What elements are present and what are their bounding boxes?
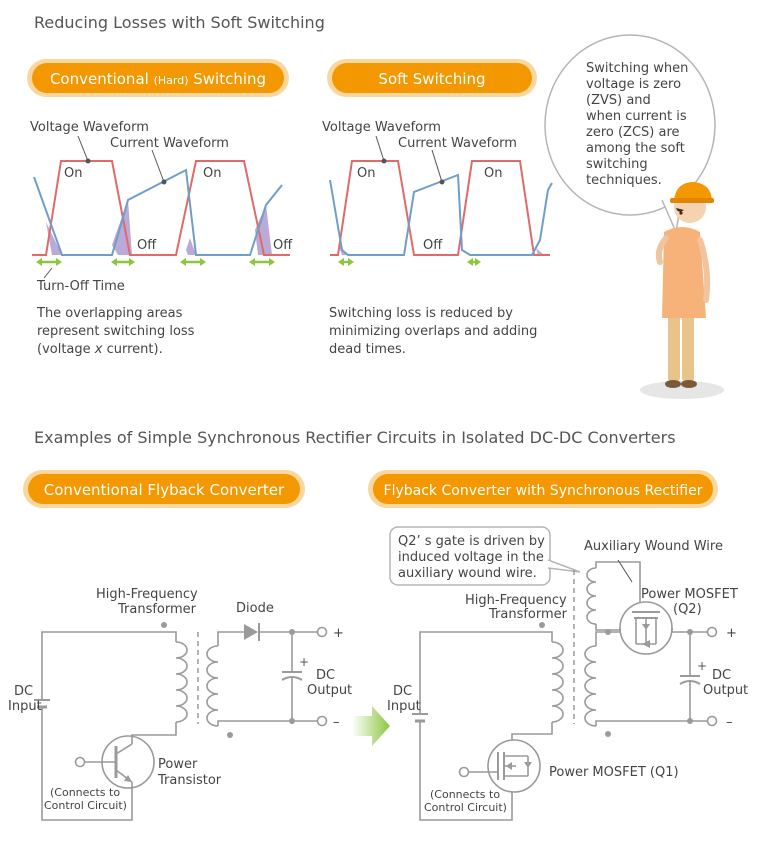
sync-cap-plus: + (697, 659, 707, 673)
speech-bubble: Switching when voltage is zero (ZVS) and… (544, 34, 716, 235)
bubble-line-6: among the soft (586, 141, 685, 156)
sync-dc-input-1: DC (393, 684, 412, 699)
bubble-line-5: zero (ZCS) are (586, 125, 680, 140)
flyback-transformer-label-2: Transformer (117, 602, 197, 617)
hard-off-label-1: Off (137, 238, 157, 253)
hard-voltage-label: Voltage Waveform (30, 120, 149, 135)
hard-loss-area-3 (186, 238, 196, 255)
power-mosfet-q2-label-1: Power MOSFET (641, 587, 738, 602)
soft-desc-line-2: minimizing overlaps and adding (329, 324, 537, 339)
flyback-pill: Conventional Flyback Converter (23, 470, 305, 508)
engineer-character (640, 182, 724, 399)
hard-pill-pre: Conventional (50, 70, 154, 88)
power-mosfet-q2-label-2: (Q2) (673, 602, 702, 617)
soft-desc-line-1: Switching loss is reduced by (329, 306, 513, 321)
hard-current-label: Current Waveform (110, 136, 229, 151)
bubble-line-3: (ZVS) and (586, 93, 651, 108)
soft-on-label-2: On (484, 166, 502, 181)
comparison-arrow (352, 706, 390, 746)
soft-off-label: Off (423, 238, 443, 253)
flyback-circuit (34, 622, 328, 821)
hard-desc-line-1: The overlapping areas (36, 306, 183, 321)
power-transistor-label-2: Transistor (157, 773, 222, 788)
hard-waveform-plot (32, 135, 290, 279)
soft-switching-pill: Soft Switching (327, 59, 537, 97)
flyback-plus-terminal: + (333, 626, 344, 641)
soft-current-waveform (329, 173, 553, 256)
hard-on-label-1: On (64, 166, 82, 181)
callout-line-3: auxiliary wound wire. (398, 566, 537, 581)
hard-pill-mid: (Hard) (154, 74, 189, 87)
hard-desc-line-2: represent switching loss (37, 324, 195, 339)
turn-off-time-label: Turn-Off Time (36, 279, 125, 294)
bubble-line-7: switching (586, 157, 648, 172)
hard-off-label-2: Off (273, 238, 293, 253)
flyback-cap-plus: + (299, 655, 309, 669)
soft-desc-line-3: dead times. (329, 342, 406, 357)
flyback-diode-label: Diode (236, 601, 274, 616)
sync-connects-1: (Connects to (430, 788, 500, 801)
hard-loss-area-4 (255, 205, 272, 255)
power-mosfet-q1-label: Power MOSFET (Q1) (549, 765, 679, 780)
sync-circuit (412, 559, 718, 821)
bubble-line-1: Switching when (586, 61, 688, 76)
soft-voltage-waveform (330, 160, 550, 256)
sync-dc-output-2: Output (703, 683, 748, 698)
sync-minus-terminal: – (726, 715, 733, 730)
flyback-transformer-label-1: High-Frequency (96, 587, 198, 602)
soft-waveform-plot (329, 135, 553, 266)
power-transistor-label-1: Power (158, 757, 198, 772)
soft-voltage-label: Voltage Waveform (322, 120, 441, 135)
flyback-dc-input-1: DC (14, 684, 33, 699)
hard-switching-pill: Conventional (Hard) Switching (27, 59, 289, 97)
rectifier-title: Examples of Simple Synchronous Rectifier… (34, 428, 676, 447)
soft-timing-arrows (338, 258, 481, 266)
sync-callout: Q2’ s gate is driven by induced voltage … (389, 526, 581, 586)
hard-pill-post: Switching (189, 70, 267, 88)
soft-switching-title: Reducing Losses with Soft Switching (34, 13, 325, 32)
soft-pill-label: Soft Switching (378, 70, 485, 88)
sync-connects-2: Control Circuit) (424, 801, 507, 814)
sync-transformer-label-2: Transformer (488, 607, 568, 622)
sync-pill: Flyback Converter with Synchronous Recti… (368, 470, 718, 508)
svg-text:Conventional (Hard) Switching: Conventional (Hard) Switching (50, 70, 266, 88)
hard-on-label-2: On (203, 166, 221, 181)
aux-wound-wire-label: Auxiliary Wound Wire (584, 539, 723, 554)
sync-pill-label: Flyback Converter with Synchronous Recti… (384, 483, 703, 499)
soft-loss-area-2 (536, 248, 544, 255)
hard-current-waveform (33, 168, 283, 256)
sync-transformer-label-1: High-Frequency (465, 593, 567, 608)
sync-plus-terminal: + (726, 626, 737, 641)
callout-line-1: Q2’ s gate is driven by (398, 534, 545, 549)
flyback-minus-terminal: – (333, 715, 340, 730)
sync-dc-output-1: DC (712, 668, 731, 683)
hard-desc-line-3: (voltage x current). (37, 342, 163, 357)
bubble-line-2: voltage is zero (586, 77, 681, 92)
soft-current-label: Current Waveform (398, 136, 517, 151)
flyback-dc-output-1: DC (316, 668, 335, 683)
flyback-dc-input-2: Input (8, 699, 42, 714)
hard-timing-arrows (36, 258, 275, 266)
callout-line-2: induced voltage in the (398, 550, 544, 565)
bubble-line-4: when current is (586, 109, 687, 124)
flyback-pill-label: Conventional Flyback Converter (44, 481, 285, 499)
flyback-dc-output-2: Output (307, 683, 352, 698)
flyback-connects-2: Control Circuit) (44, 799, 127, 812)
flyback-connects-1: (Connects to (50, 786, 120, 799)
bubble-line-8: techniques. (586, 173, 662, 188)
sync-dc-input-2: Input (387, 699, 421, 714)
soft-on-label-1: On (357, 166, 375, 181)
hard-voltage-waveform (32, 160, 290, 256)
